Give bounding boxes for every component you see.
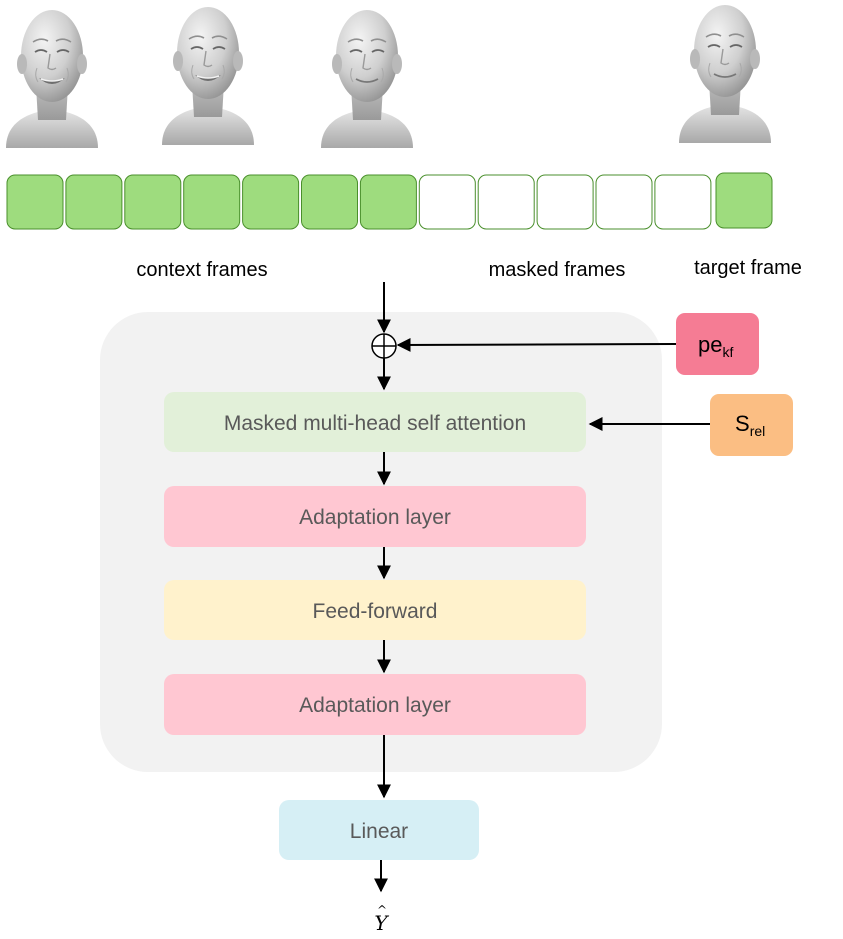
frame-token-masked (654, 174, 712, 230)
style-relation-box (710, 394, 793, 456)
frame-token-masked (595, 174, 653, 230)
svg-text:Y: Y (374, 911, 389, 935)
context-frames-label: context frames (136, 259, 267, 281)
style-relation-label: Srel (735, 411, 765, 439)
attention-block (164, 392, 586, 452)
frame-token-context (65, 174, 123, 230)
adaptation-layer-2-label: Adaptation layer (299, 694, 451, 717)
sum-node-icon (371, 333, 397, 359)
feed-forward-label: Feed-forward (313, 600, 438, 623)
face-renders-row (6, 5, 771, 148)
masked-frames-label: masked frames (489, 259, 626, 281)
output-y-hat: Y ^ (374, 903, 389, 935)
target-frame-label: target frame (694, 257, 802, 279)
frame-token-context (242, 174, 300, 230)
adaptation-layer-1 (164, 486, 586, 547)
attention-block-label: Masked multi-head self attention (224, 412, 526, 435)
svg-text:^: ^ (377, 903, 387, 917)
pe-arrow (396, 337, 677, 352)
frame-token-context (6, 174, 64, 230)
face-3-image (321, 10, 413, 148)
face-4-image (679, 5, 771, 143)
linear-block-label: Linear (350, 820, 408, 843)
frame-token-masked (536, 174, 594, 230)
positional-encoding-box (676, 313, 759, 375)
frame-token-context (124, 174, 182, 230)
frame-token-masked (418, 174, 476, 230)
frame-token-context (359, 174, 417, 230)
frame-token-masked (477, 174, 535, 230)
linear-block (279, 800, 479, 860)
adaptation-layer-2 (164, 674, 586, 735)
feed-forward-block (164, 580, 586, 640)
frame-sequence (6, 172, 773, 230)
frame-token-context (301, 174, 358, 230)
adaptation-layer-1-label: Adaptation layer (299, 506, 451, 529)
positional-encoding-label: pekf (698, 332, 733, 360)
frame-token-target (715, 172, 773, 229)
face-2-image (162, 7, 254, 145)
face-1-image (6, 10, 98, 148)
frame-token-context (183, 174, 241, 230)
